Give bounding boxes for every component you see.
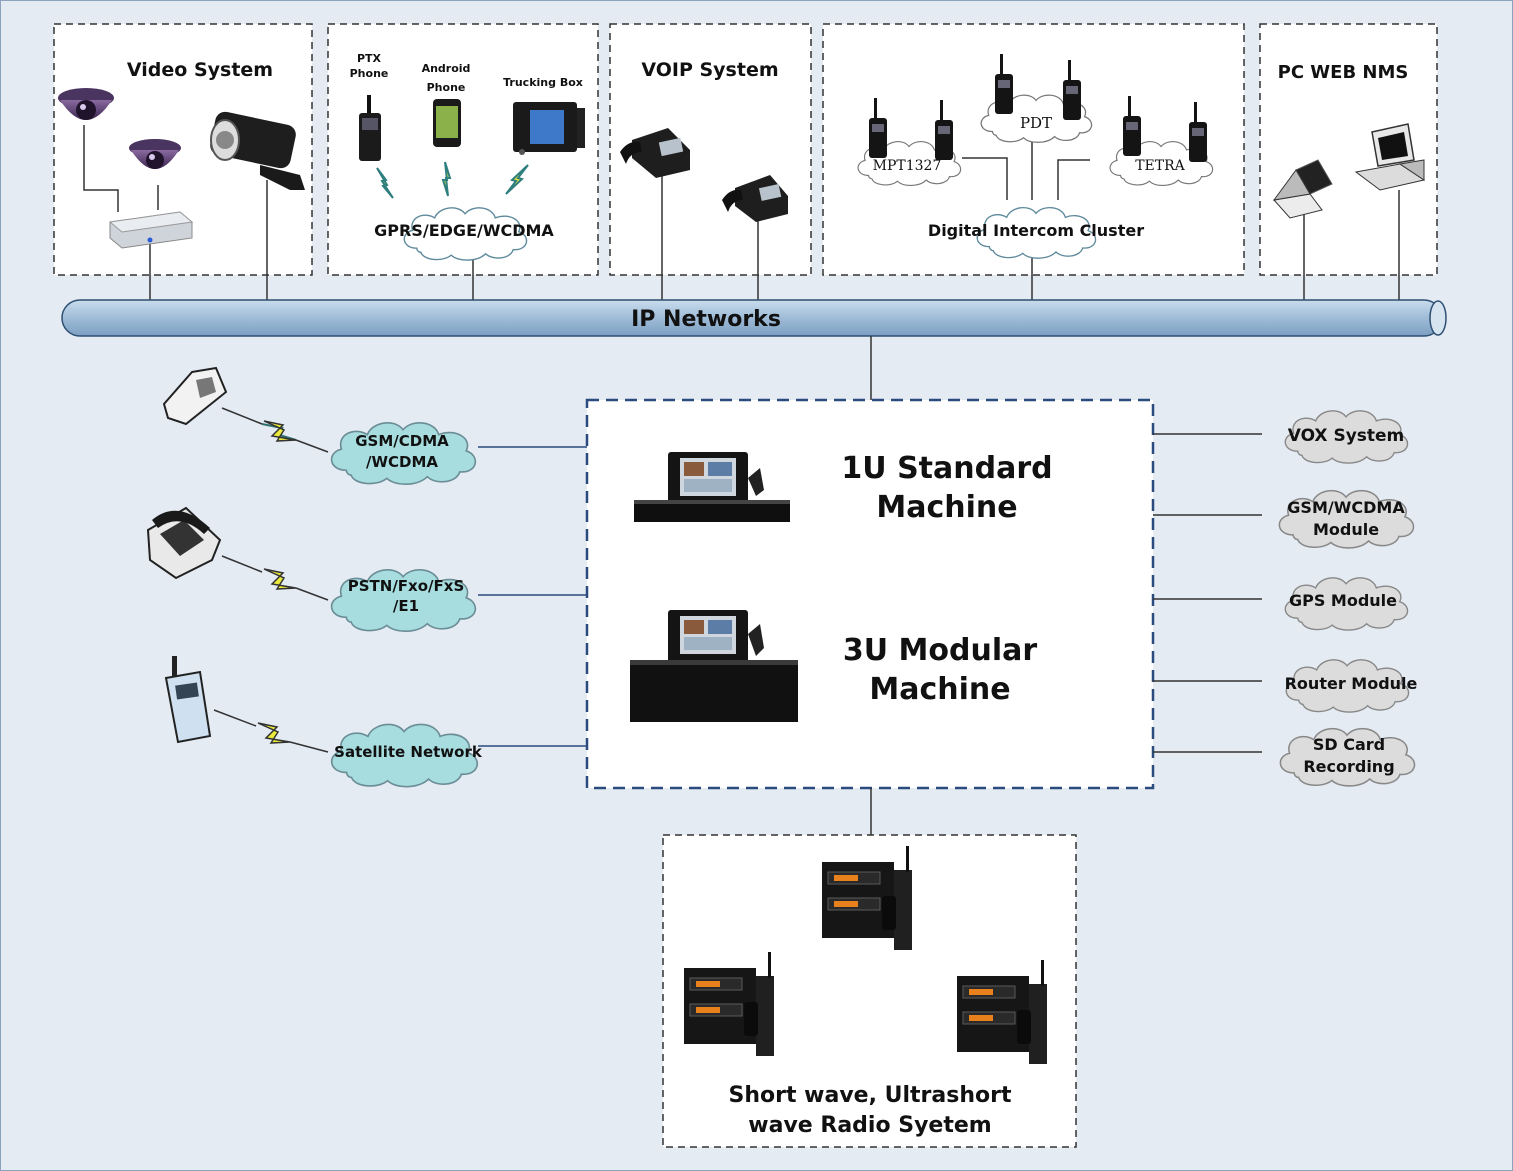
walkie-talkie-icon [869, 98, 887, 158]
left-connectors [478, 446, 587, 747]
video-system-title: Video System [127, 59, 273, 81]
lightning-bolts [213, 407, 329, 753]
radio-station-icon [957, 960, 1047, 1064]
modular-3u-title-line1: 3U Modular [843, 633, 1038, 668]
left-network-2-line1: Satellite Network [334, 743, 483, 761]
modular-3u-title-line2: Machine [869, 672, 1010, 707]
right-module-cloud-0: VOX System [1284, 409, 1409, 465]
ip-networks-label: IP Networks [631, 307, 781, 332]
right-module-cloud-3: Router Module [1285, 658, 1418, 714]
video-encoder-icon [108, 211, 194, 249]
gprs-cloud: GPRS/EDGE/WCDMA [374, 206, 554, 262]
radio-station-icon [822, 846, 912, 950]
mpt1327-cloud-label: MPT1327 [873, 158, 942, 174]
tetra-cloud-label: TETRA [1135, 158, 1185, 174]
walkie-talkie-icon [1063, 60, 1081, 120]
trucking-box-icon [513, 102, 585, 155]
bullet-camera-icon [210, 111, 305, 190]
digital-intercom-cluster-label: Digital Intercom Cluster [928, 221, 1144, 240]
walkie-talkie-icon [935, 100, 953, 160]
trucking-box-label: Trucking Box [503, 76, 583, 89]
android-phone-label-1: Android [422, 62, 471, 75]
ptx-phone-icon [359, 95, 381, 161]
walkie-talkie-icons [869, 54, 1207, 162]
walkie-talkie-icon [995, 54, 1013, 114]
android-phone-icon [433, 99, 461, 147]
dome-camera-2-icon [129, 139, 181, 169]
right-module-1-line2: Module [1313, 520, 1379, 539]
ptx-phone-label-1: PTX [357, 52, 382, 65]
tetra-cloud: TETRA [1109, 140, 1214, 187]
left-network-0-line1: GSM/CDMA [355, 432, 449, 450]
radio-system-title-line1: Short wave, Ultrashort [729, 1083, 1012, 1108]
android-phone-label-2: Phone [427, 81, 466, 94]
right-module-3-line1: Router Module [1285, 674, 1418, 693]
pdt-cloud: PDT [980, 94, 1093, 144]
intercom-wires [962, 132, 1090, 200]
right-module-0-line1: VOX System [1288, 426, 1405, 446]
pc-web-nms-title: PC WEB NMS [1278, 62, 1409, 83]
right-module-1-line1: GSM/WCDMA [1287, 498, 1405, 517]
left-network-cloud-0: GSM/CDMA /WCDMA [330, 421, 477, 486]
left-network-cloud-1: PSTN/Fxo/FxS /E1 [330, 568, 477, 633]
dome-camera-1-icon [58, 88, 114, 120]
voip-system-title: VOIP System [641, 59, 778, 81]
top-connectors [83, 125, 1400, 300]
desk-telephone-icon [146, 506, 222, 580]
right-module-cloud-4: SD Card Recording [1279, 727, 1416, 787]
standard-1u-machine-icon [634, 452, 790, 522]
right-module-4-line1: SD Card [1313, 735, 1385, 754]
standard-1u-title-line2: Machine [876, 490, 1017, 525]
gprs-cloud-label: GPRS/EDGE/WCDMA [374, 221, 554, 240]
ip-phone-1-icon [620, 128, 690, 178]
radio-system-title-line2: wave Radio Syetem [748, 1113, 991, 1138]
mpt1327-cloud: MPT1327 [857, 140, 962, 187]
pdt-cloud-label: PDT [1020, 114, 1052, 132]
left-network-0-line2: /WCDMA [366, 453, 438, 471]
ip-phone-2-icon [722, 175, 788, 222]
voip-system-box [609, 23, 812, 276]
left-network-cloud-2: Satellite Network [330, 723, 483, 788]
right-connectors [1153, 433, 1262, 753]
modular-3u-machine-icon [630, 610, 798, 722]
walkie-talkie-icon [1189, 102, 1207, 162]
walkie-talkie-icon [1123, 96, 1141, 156]
right-module-2-line1: GPS Module [1289, 591, 1397, 610]
left-network-1-line1: PSTN/Fxo/FxS [348, 577, 465, 595]
radio-station-icon [684, 952, 774, 1056]
satellite-phone-icon [164, 656, 212, 744]
standard-1u-title-line1: 1U Standard [841, 451, 1052, 486]
digital-intercom-cluster-cloud: Digital Intercom Cluster [928, 206, 1144, 260]
right-module-cloud-1: GSM/WCDMA Module [1278, 489, 1415, 549]
desktop-pc-icon [1354, 123, 1426, 191]
ptx-phone-label-2: Phone [350, 67, 389, 80]
mobile-phone-icon [162, 366, 228, 426]
ip-networks-backbone: IP Networks [61, 299, 1447, 337]
laptop-icon [1272, 159, 1333, 219]
left-network-1-line2: /E1 [393, 597, 419, 615]
wireless-signal-icons [376, 161, 529, 199]
right-module-4-line2: Recording [1303, 757, 1394, 776]
right-module-cloud-2: GPS Module [1284, 576, 1409, 632]
